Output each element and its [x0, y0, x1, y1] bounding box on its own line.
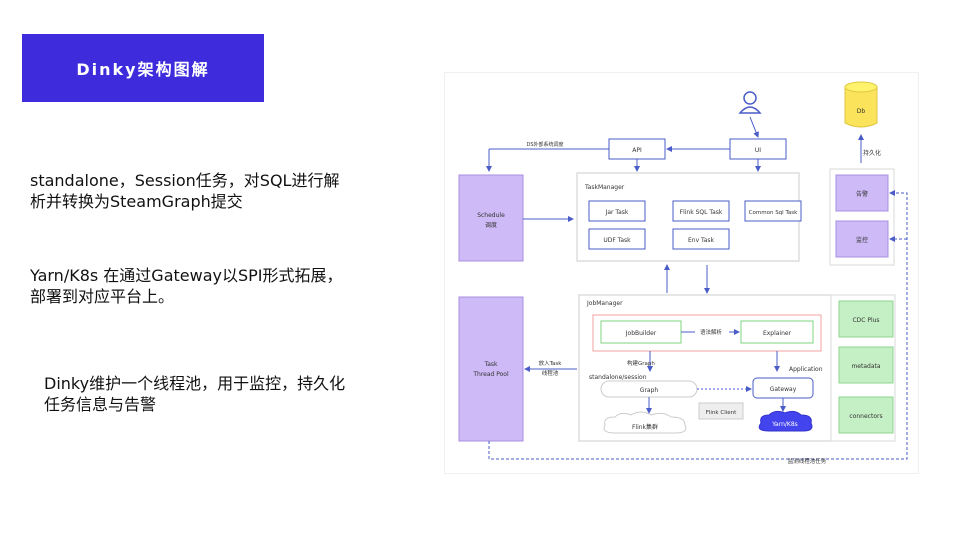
- ds-label: DS外部系统调度: [526, 141, 563, 148]
- common-sql-task-box: [744, 200, 802, 222]
- yarn-label: Yarn/K8s: [771, 421, 798, 428]
- task-pool-label: Task: [484, 361, 498, 368]
- cdc-plus-box: [838, 300, 894, 338]
- title-banner: Dinky架构图解: [22, 34, 264, 102]
- user-icon: [738, 91, 762, 114]
- paragraph-thread-pool: Dinky维护一个线程池，用于监控，持久化任务信息与告警: [44, 374, 346, 414]
- schedule-box: [458, 174, 524, 262]
- architecture-svg: Db 持久化 告警 监控 UI API DS外部系统调度 Schedule 调度…: [458, 81, 908, 465]
- udf-task-label: UDF Task: [603, 237, 631, 244]
- parse-label: 语法解析: [700, 328, 723, 336]
- task-pool-sub: Thread Pool: [472, 371, 509, 378]
- job-builder-label: JobBuilder: [625, 330, 657, 337]
- bottom-label: 监测线程池任务: [788, 457, 827, 465]
- task-manager-label: TaskManager: [584, 184, 625, 191]
- alert-box: [835, 174, 889, 212]
- monitor-label: 监控: [856, 236, 868, 244]
- architecture-diagram: Db 持久化 告警 监控 UI API DS外部系统调度 Schedule 调度…: [444, 72, 919, 474]
- explainer-box: [740, 320, 814, 344]
- paragraph-standalone: standalone，Session任务，对SQL进行解析并转换为SteamGr…: [30, 171, 340, 211]
- ui-label: UI: [755, 147, 761, 154]
- env-task-label: Env Task: [688, 237, 715, 244]
- cdc-plus-label: CDC Plus: [852, 317, 879, 324]
- flink-cluster-label: Flink集群: [632, 423, 658, 431]
- gateway-label: Gateway: [770, 386, 797, 393]
- yarn-k8s-cloud: [758, 410, 813, 432]
- put-task-sub: 线程池: [542, 369, 559, 377]
- schedule-label: Schedule: [477, 212, 505, 219]
- metadata-label: metadata: [851, 363, 880, 370]
- application-label: Application: [789, 366, 823, 373]
- flink-sql-task-label: Flink SQL Task: [680, 209, 723, 216]
- build-graph-label: 构建Graph: [627, 359, 655, 367]
- graph-label: Graph: [640, 387, 659, 394]
- flink-client-label: Flink Client: [706, 410, 737, 416]
- connectors-box: [838, 396, 894, 434]
- api-label: API: [632, 147, 642, 154]
- db-label: Db: [857, 108, 866, 115]
- schedule-sub: 调度: [485, 221, 497, 229]
- udf-task-box: [588, 228, 646, 250]
- flink-client-box: [698, 402, 744, 420]
- common-sql-task-label: Common Sql Task: [749, 210, 798, 216]
- db-cylinder: Db: [844, 81, 878, 128]
- paragraph-yarn-k8s: Yarn/K8s 在通过Gateway以SPI形式拓展，部署到对应平台上。: [30, 266, 343, 306]
- jar-task-label: Jar Task: [605, 209, 629, 216]
- persist-label: 持久化: [863, 149, 881, 157]
- slide-title: Dinky架构图解: [76, 60, 210, 79]
- env-task-box: [672, 228, 730, 250]
- explainer-label: Explainer: [763, 330, 792, 337]
- job-manager-label: JobManager: [586, 300, 623, 307]
- standalone-label: standalone/session: [589, 374, 647, 381]
- connectors-label: connectors: [849, 413, 882, 420]
- metadata-box: [838, 346, 894, 384]
- monitor-box: [835, 220, 889, 258]
- jar-task-box: [588, 200, 646, 222]
- alert-label: 告警: [856, 190, 868, 198]
- flink-sql-task-box: [672, 200, 730, 222]
- task-thread-pool-box: [458, 296, 524, 442]
- put-task-label: 放入Task: [539, 359, 563, 367]
- flink-cluster-cloud: [603, 411, 687, 434]
